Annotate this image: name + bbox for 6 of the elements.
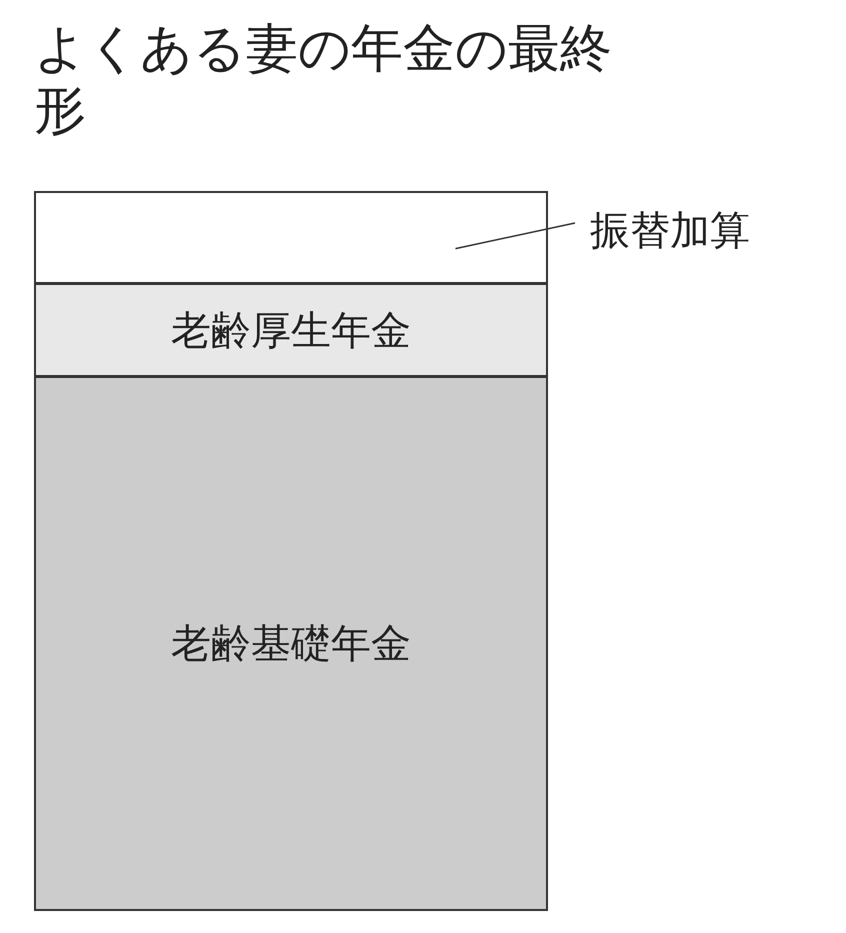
leader-line xyxy=(455,222,576,250)
callout-label: 振替加算 xyxy=(590,200,830,260)
pension-block: 老齢基礎年金 xyxy=(34,376,548,911)
empty-box xyxy=(34,191,548,284)
pension-block: 老齢厚生年金 xyxy=(34,283,548,377)
title: よくある妻の年金の最終形 xyxy=(34,18,613,142)
